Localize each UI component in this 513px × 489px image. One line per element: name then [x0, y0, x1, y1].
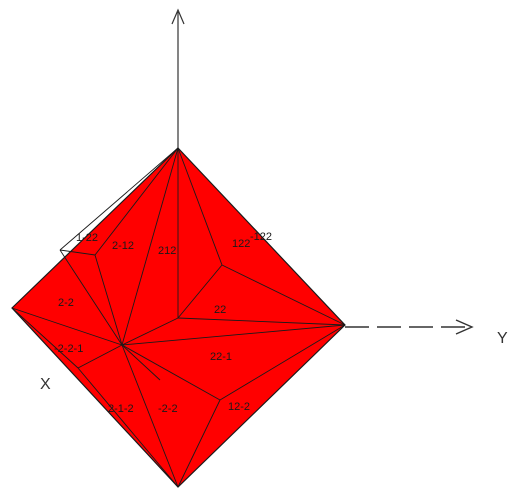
- edge: [177, 399, 221, 488]
- edge: [94, 254, 123, 346]
- face-label: 122: [232, 238, 250, 250]
- edge: [121, 147, 179, 346]
- face-label: 212: [158, 245, 176, 257]
- edge: [121, 317, 179, 346]
- edge: [11, 307, 123, 346]
- edge: [121, 344, 179, 488]
- face-label: -2-2-1: [54, 343, 83, 355]
- z-axis-arrowhead: [171, 8, 185, 25]
- edge: [94, 147, 179, 256]
- y-axis-arrowhead: [455, 319, 474, 335]
- face-label: -122: [250, 231, 272, 243]
- face-label: 22-1: [210, 351, 232, 363]
- x-axis-label: X: [40, 376, 51, 393]
- face-label: 22: [214, 304, 226, 316]
- edge: [59, 249, 123, 346]
- edge: [121, 344, 221, 401]
- y-axis-label: Y: [497, 330, 508, 347]
- edge: [77, 367, 179, 488]
- face-label: 2-12: [112, 240, 134, 252]
- edge: [177, 147, 223, 266]
- edge: [221, 264, 346, 326]
- face-label: -2-2: [158, 403, 178, 415]
- face-label: 12-2: [228, 401, 250, 413]
- face-label: 1-22: [76, 232, 98, 244]
- edge: [121, 324, 346, 346]
- edge: [59, 147, 179, 251]
- edge: [177, 317, 346, 326]
- edge: [11, 307, 79, 369]
- edge: [177, 264, 223, 319]
- face-label: 2-2: [58, 297, 74, 309]
- edge: [59, 249, 96, 256]
- edge: [219, 324, 346, 401]
- edge: [121, 344, 161, 381]
- face-label: 2-1-2: [108, 403, 134, 415]
- edge: [77, 344, 123, 369]
